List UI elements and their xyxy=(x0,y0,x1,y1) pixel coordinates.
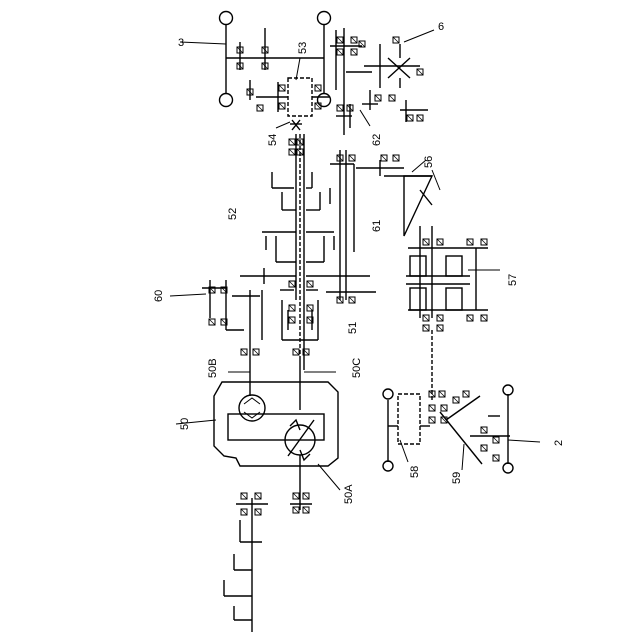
counter-shaft xyxy=(326,150,404,303)
label-3: 3 xyxy=(178,37,184,49)
label-58: 58 xyxy=(409,466,421,478)
label-56: 56 xyxy=(423,156,435,168)
label-59: 59 xyxy=(451,472,463,484)
label-51: 51 xyxy=(347,322,359,334)
input-shaft xyxy=(224,493,268,632)
hst-unit xyxy=(176,360,340,513)
upper-right-gearset xyxy=(330,28,434,135)
label-50b: 50B xyxy=(207,358,219,378)
rear-drive xyxy=(383,160,540,473)
label-52: 52 xyxy=(227,208,239,220)
label-50a: 50A xyxy=(343,484,355,504)
reference-labels: 3 6 53 54 62 56 52 61 57 60 51 50B 50C 5… xyxy=(153,21,565,504)
label-2: 2 xyxy=(553,440,565,446)
front-axle xyxy=(180,12,331,131)
label-60: 60 xyxy=(153,290,165,302)
label-54: 54 xyxy=(267,134,279,146)
label-6: 6 xyxy=(438,21,444,33)
label-62: 62 xyxy=(371,134,383,146)
label-53: 53 xyxy=(297,42,309,54)
label-50: 50 xyxy=(179,418,191,430)
left-gearset xyxy=(170,280,262,360)
label-61: 61 xyxy=(371,220,383,232)
label-50c: 50C xyxy=(351,358,363,378)
label-57: 57 xyxy=(507,274,519,286)
